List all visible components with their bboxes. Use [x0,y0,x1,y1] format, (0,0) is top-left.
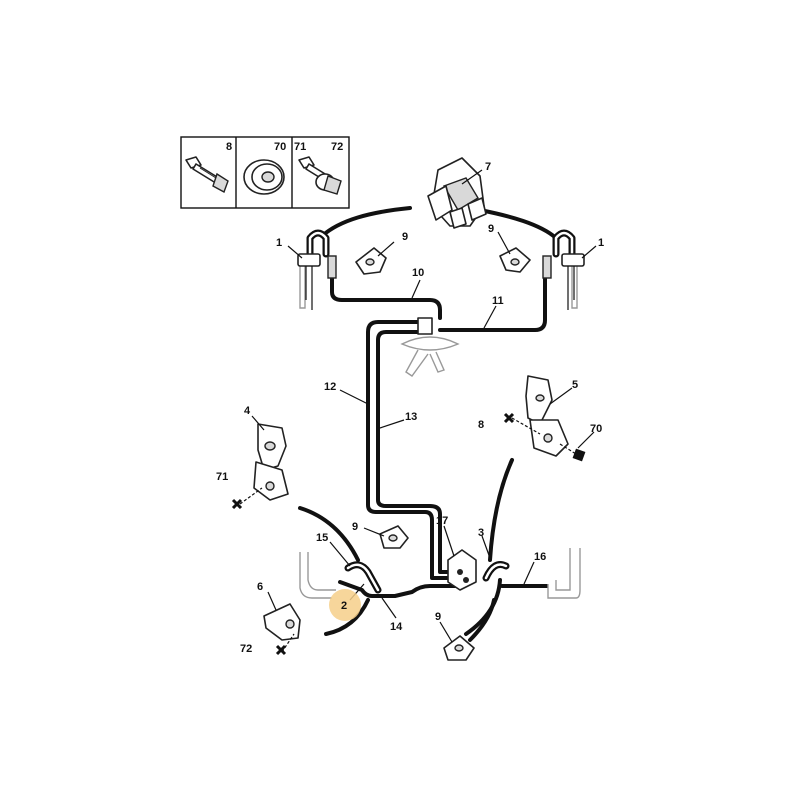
callout-labels: 1 1 7 9 9 10 11 12 13 4 5 8 70 71 9 17 1… [216,161,604,655]
callout-9-bottom: 9 [435,611,441,623]
callout-9-mid: 9 [352,521,358,533]
legend-label-70: 70 [274,141,286,153]
callout-71: 71 [216,471,228,483]
fastener-8 [503,412,541,435]
callout-7: 7 [485,161,491,173]
callout-3: 3 [478,527,484,539]
callout-14: 14 [390,621,403,633]
callout-1-left: 1 [276,237,282,249]
legend-label-8: 8 [226,141,232,153]
clip-bottom [443,635,475,661]
rear-caliper-left [299,552,336,599]
leader-lines [251,169,597,643]
clip-top-left [355,247,387,275]
legend-label-71: 71 [294,141,306,153]
washer-icon [243,159,285,195]
callout-15: 15 [316,532,328,544]
legend-label-72: 72 [331,141,343,153]
callout-8: 8 [478,419,484,431]
bolt-icon [185,156,229,194]
callout-9-top-left: 9 [402,231,408,243]
fastener-legend: 8 70 71 72 [180,136,350,209]
callout-9-top-right: 9 [488,223,494,235]
front-hose-left [297,229,337,310]
callout-16: 16 [534,551,546,563]
rear-caliper-right [547,548,581,599]
callout-highlight [329,589,361,621]
callout-70: 70 [590,423,602,435]
hose-right [482,561,510,582]
callout-5: 5 [572,379,578,391]
callout-17: 17 [436,515,448,527]
callout-1-right: 1 [598,237,604,249]
fastener-71 [231,487,263,510]
clip-top-right [499,247,531,273]
junction-block [447,549,477,591]
callout-12: 12 [324,381,336,393]
master-cylinder [400,317,460,377]
front-hose-right [542,229,585,310]
abs-block [427,157,487,229]
fastener-70 [559,443,586,462]
bracket-left-upper [253,423,289,501]
callout-6: 6 [257,581,263,593]
callout-10: 10 [412,267,424,279]
clip-mid [379,525,409,549]
callout-2: 2 [341,600,347,612]
callout-13: 13 [405,411,417,423]
callout-11: 11 [492,295,504,307]
bolt-washer-icon [298,156,342,195]
brake-pipes [298,206,558,642]
bracket-left-lower [263,603,301,641]
callout-4: 4 [244,405,251,417]
hose-left [344,561,382,594]
fastener-72 [275,633,295,656]
callout-72: 72 [240,643,252,655]
bracket-right-upper [525,375,569,457]
